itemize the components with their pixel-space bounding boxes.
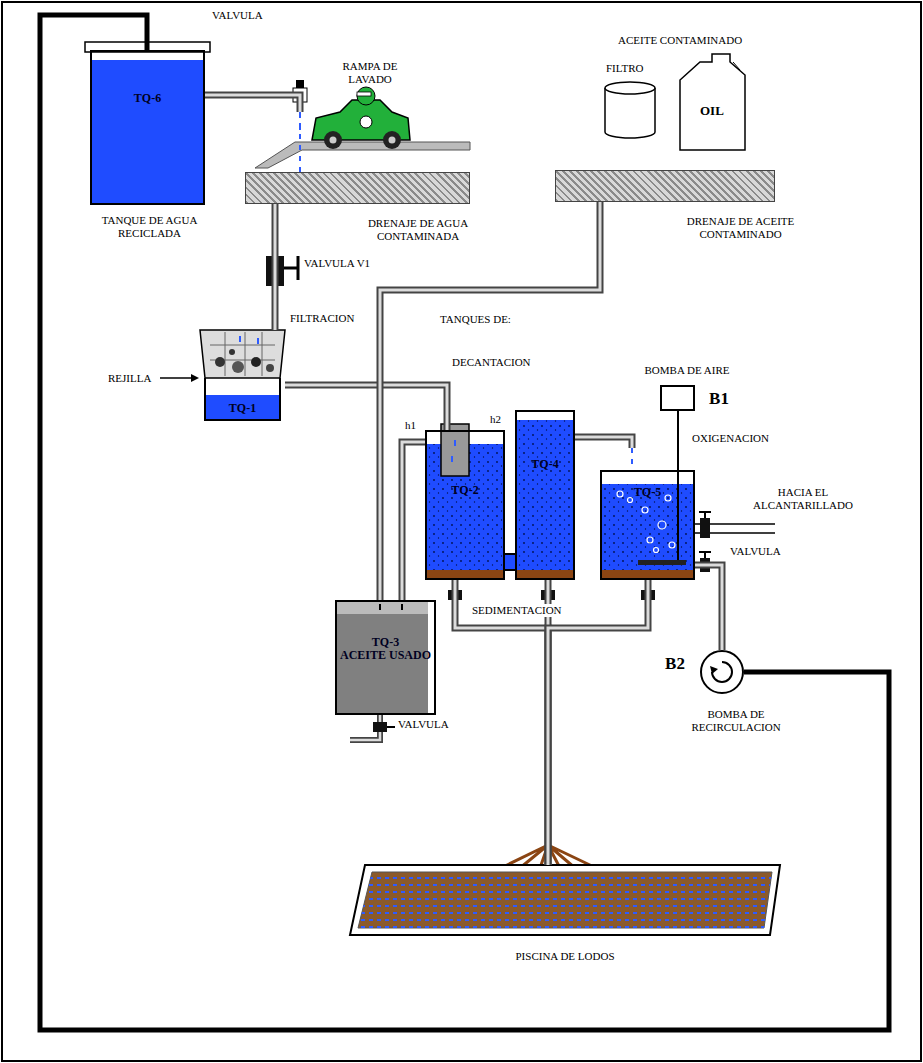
drain-grate: DRENAJE DE ACEITE CONTAMINADO (555, 170, 775, 202)
tank-name: TQ-4 (531, 458, 558, 471)
tank-name: TQ-1 (229, 402, 256, 415)
callout-label: h1 (405, 419, 416, 432)
pipe-line (505, 553, 515, 571)
tank: TQ-5 (600, 470, 695, 580)
part-label: DRENAJE DE AGUA CONTAMINADA (358, 217, 478, 243)
tank-name: TQ-3 (372, 636, 399, 649)
callout-label: VALVULA V1 (304, 257, 370, 270)
pipe-line (299, 112, 301, 172)
callout-label: VALVULA (212, 9, 263, 22)
pipe-connector (695, 565, 722, 650)
pump-id: B2 (660, 654, 690, 673)
pump-id: B1 (704, 389, 734, 408)
pipe-line (285, 385, 447, 430)
pipe-line (285, 385, 447, 430)
callout-label: ACEITE CONTAMINADO (618, 34, 742, 47)
pipe-connector (678, 411, 679, 470)
callout-label: h2 (490, 413, 501, 426)
callout-label: OXIGENACION (690, 432, 771, 445)
pipe-line (695, 565, 722, 650)
pipe-connector (402, 442, 425, 600)
part-label: BOMBA DE AIRE (637, 364, 737, 377)
sludge-pool: TQ-1 (200, 330, 285, 420)
pipe-connector (275, 204, 276, 330)
pipe-connector (285, 385, 447, 430)
pipe-line (205, 95, 300, 112)
pipe-line (402, 442, 425, 600)
callout-label: VALVULA (398, 718, 449, 731)
tank-name: ACEITE USADO (340, 649, 431, 662)
callout-label: FILTRO (606, 62, 644, 75)
tank-name: TQ-6 (134, 92, 161, 105)
air-pump-box: BOMBA DE AIREB1 (660, 385, 695, 411)
pipe-connector (505, 562, 515, 563)
pipe-line (380, 202, 600, 600)
tank-name: TQ-2 (451, 484, 478, 497)
pipe-connector (575, 437, 632, 470)
callout-label: TANQUES DE: (440, 313, 511, 326)
pipe-connector (548, 580, 648, 865)
pipe-line (548, 580, 648, 865)
callout-label: VALVULA (730, 545, 781, 558)
tank: TQ-4 (515, 410, 575, 580)
callout-label: SEDIMENTACION (470, 604, 564, 617)
callout-label: HACIA EL ALCANTARILLADO (748, 486, 858, 512)
pipe-line (272, 204, 279, 330)
pipe-connector (455, 580, 548, 865)
callout-label: REJILLA (108, 372, 151, 385)
part-label: TANQUE DE AGUA RECICLADA (72, 214, 227, 240)
pipe-line (40, 15, 889, 1030)
pipe-line (380, 202, 600, 600)
callout-label: FILTRACION (290, 312, 354, 325)
pipe-line (677, 411, 679, 470)
pipe-connector (40, 15, 889, 1030)
tank-name: TQ-5 (634, 486, 661, 499)
pipe-line (205, 95, 300, 112)
pipe-line (695, 565, 722, 650)
pipe-connector (205, 95, 300, 172)
callout-label: RAMPA DE LAVADO (325, 60, 415, 86)
pipe-line (548, 580, 648, 865)
pipe-line (274, 204, 277, 330)
tank: TQ-2 (425, 430, 505, 580)
sludge-pool: PISCINA DE LODOS (350, 865, 780, 935)
pump-symbol: B2BOMBA DE RECIRCULACION (700, 650, 744, 694)
pipe-line (575, 437, 632, 448)
part-label: PISCINA DE LODOS (465, 950, 665, 963)
part-label: BOMBA DE RECIRCULACION (680, 708, 792, 734)
pipe-line (575, 437, 632, 448)
drain-grate: DRENAJE DE AGUA CONTAMINADA (245, 172, 470, 204)
callout-label: OIL (700, 104, 724, 117)
tank: TQ-3ACEITE USADO (335, 600, 436, 715)
tank: TQ-6TANQUE DE AGUA RECICLADA (90, 50, 205, 205)
part-label: DRENAJE DE ACEITE CONTAMINADO (678, 215, 803, 241)
pipe-line (402, 442, 425, 600)
pipe-line (455, 580, 548, 865)
pipe-connector (380, 202, 600, 600)
pipe-line (631, 448, 633, 470)
callout-label: DECANTACION (452, 356, 531, 369)
pipe-line (455, 580, 548, 865)
pipe-line (505, 555, 515, 569)
